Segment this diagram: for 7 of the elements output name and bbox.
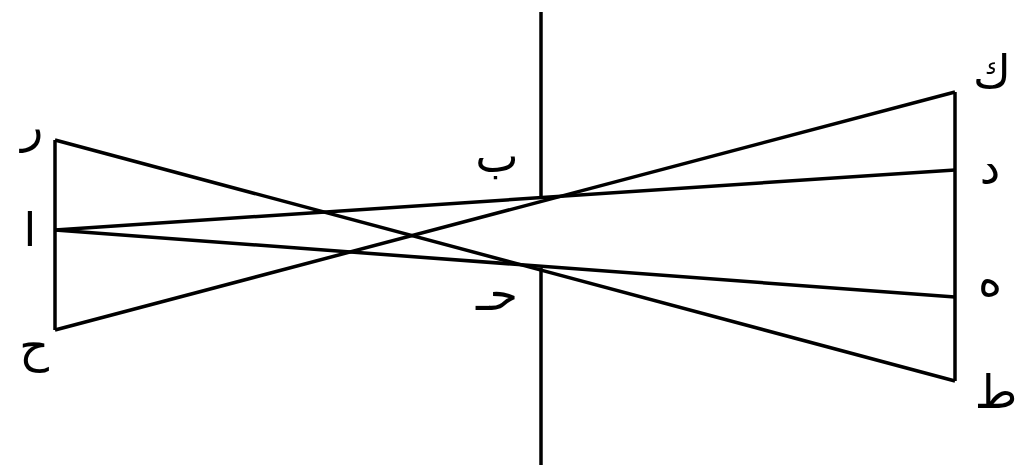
- point-label: ط: [974, 369, 1018, 415]
- point-label: ه: [977, 257, 1003, 303]
- point-label: ك: [973, 49, 1011, 95]
- point-label: د: [979, 145, 1001, 191]
- point-label: ب: [475, 133, 519, 179]
- point-label: ا: [23, 207, 37, 253]
- point-label: حـ: [476, 271, 518, 317]
